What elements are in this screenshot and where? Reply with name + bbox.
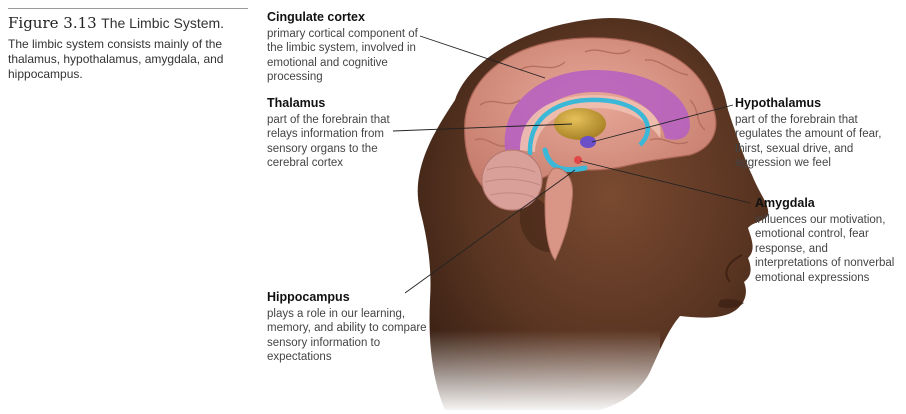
amygdala-label: Amygdala influences our motivation, emot… [755,196,900,285]
hypothalamus-label: Hypothalamus part of the forebrain that … [735,96,895,171]
amygdala-structure [574,156,582,164]
fornix [527,97,650,156]
hypothalamus-title: Hypothalamus [735,96,822,110]
hippocampus-leader [404,169,576,294]
brainstem [544,167,574,261]
caption-rule [8,8,248,9]
figure-number: Figure 3.13 [8,14,97,32]
hippocampus-structure [542,147,588,173]
figure-heading: Figure 3.13 The Limbic System. [8,13,248,33]
amygdala-text: influences our motivation, emotional con… [755,213,895,284]
hypothalamus-leader [591,104,734,143]
hippocampus-label: Hippocampus plays a role in our learning… [267,290,427,365]
figure-title: The Limbic System. [101,15,225,31]
hypothalamus-structure [580,136,596,148]
hippocampus-title: Hippocampus [267,290,350,304]
cingulate-leader [419,35,546,79]
amygdala-title: Amygdala [755,196,815,210]
thalamus-leader [392,123,573,132]
nose-shadow [725,254,743,283]
hippocampus-text: plays a role in our learning, memory, an… [267,307,427,364]
cingulate-label: Cingulate cortex primary cortical compon… [267,10,437,85]
thalamus-structure [554,108,606,140]
thalamus-title: Thalamus [267,96,326,110]
neck-fade [420,330,660,414]
cerebellum-folds [484,166,541,199]
lips [718,299,744,309]
hypothalamus-text: part of the forebrain that regulates the… [735,113,882,170]
cingulate-title: Cingulate cortex [267,10,365,24]
figure-caption: Figure 3.13 The Limbic System. The limbi… [8,8,248,82]
cingulate-text: primary cortical component of the limbic… [267,27,418,84]
amygdala-leader [579,160,751,204]
thalamus-label: Thalamus part of the forebrain that rela… [267,96,417,171]
cerebellum [481,149,543,211]
cingulate-cortex-region [504,70,690,150]
figure-description: The limbic system consists mainly of the… [8,37,224,81]
thalamus-text: part of the forebrain that relays inform… [267,113,390,170]
